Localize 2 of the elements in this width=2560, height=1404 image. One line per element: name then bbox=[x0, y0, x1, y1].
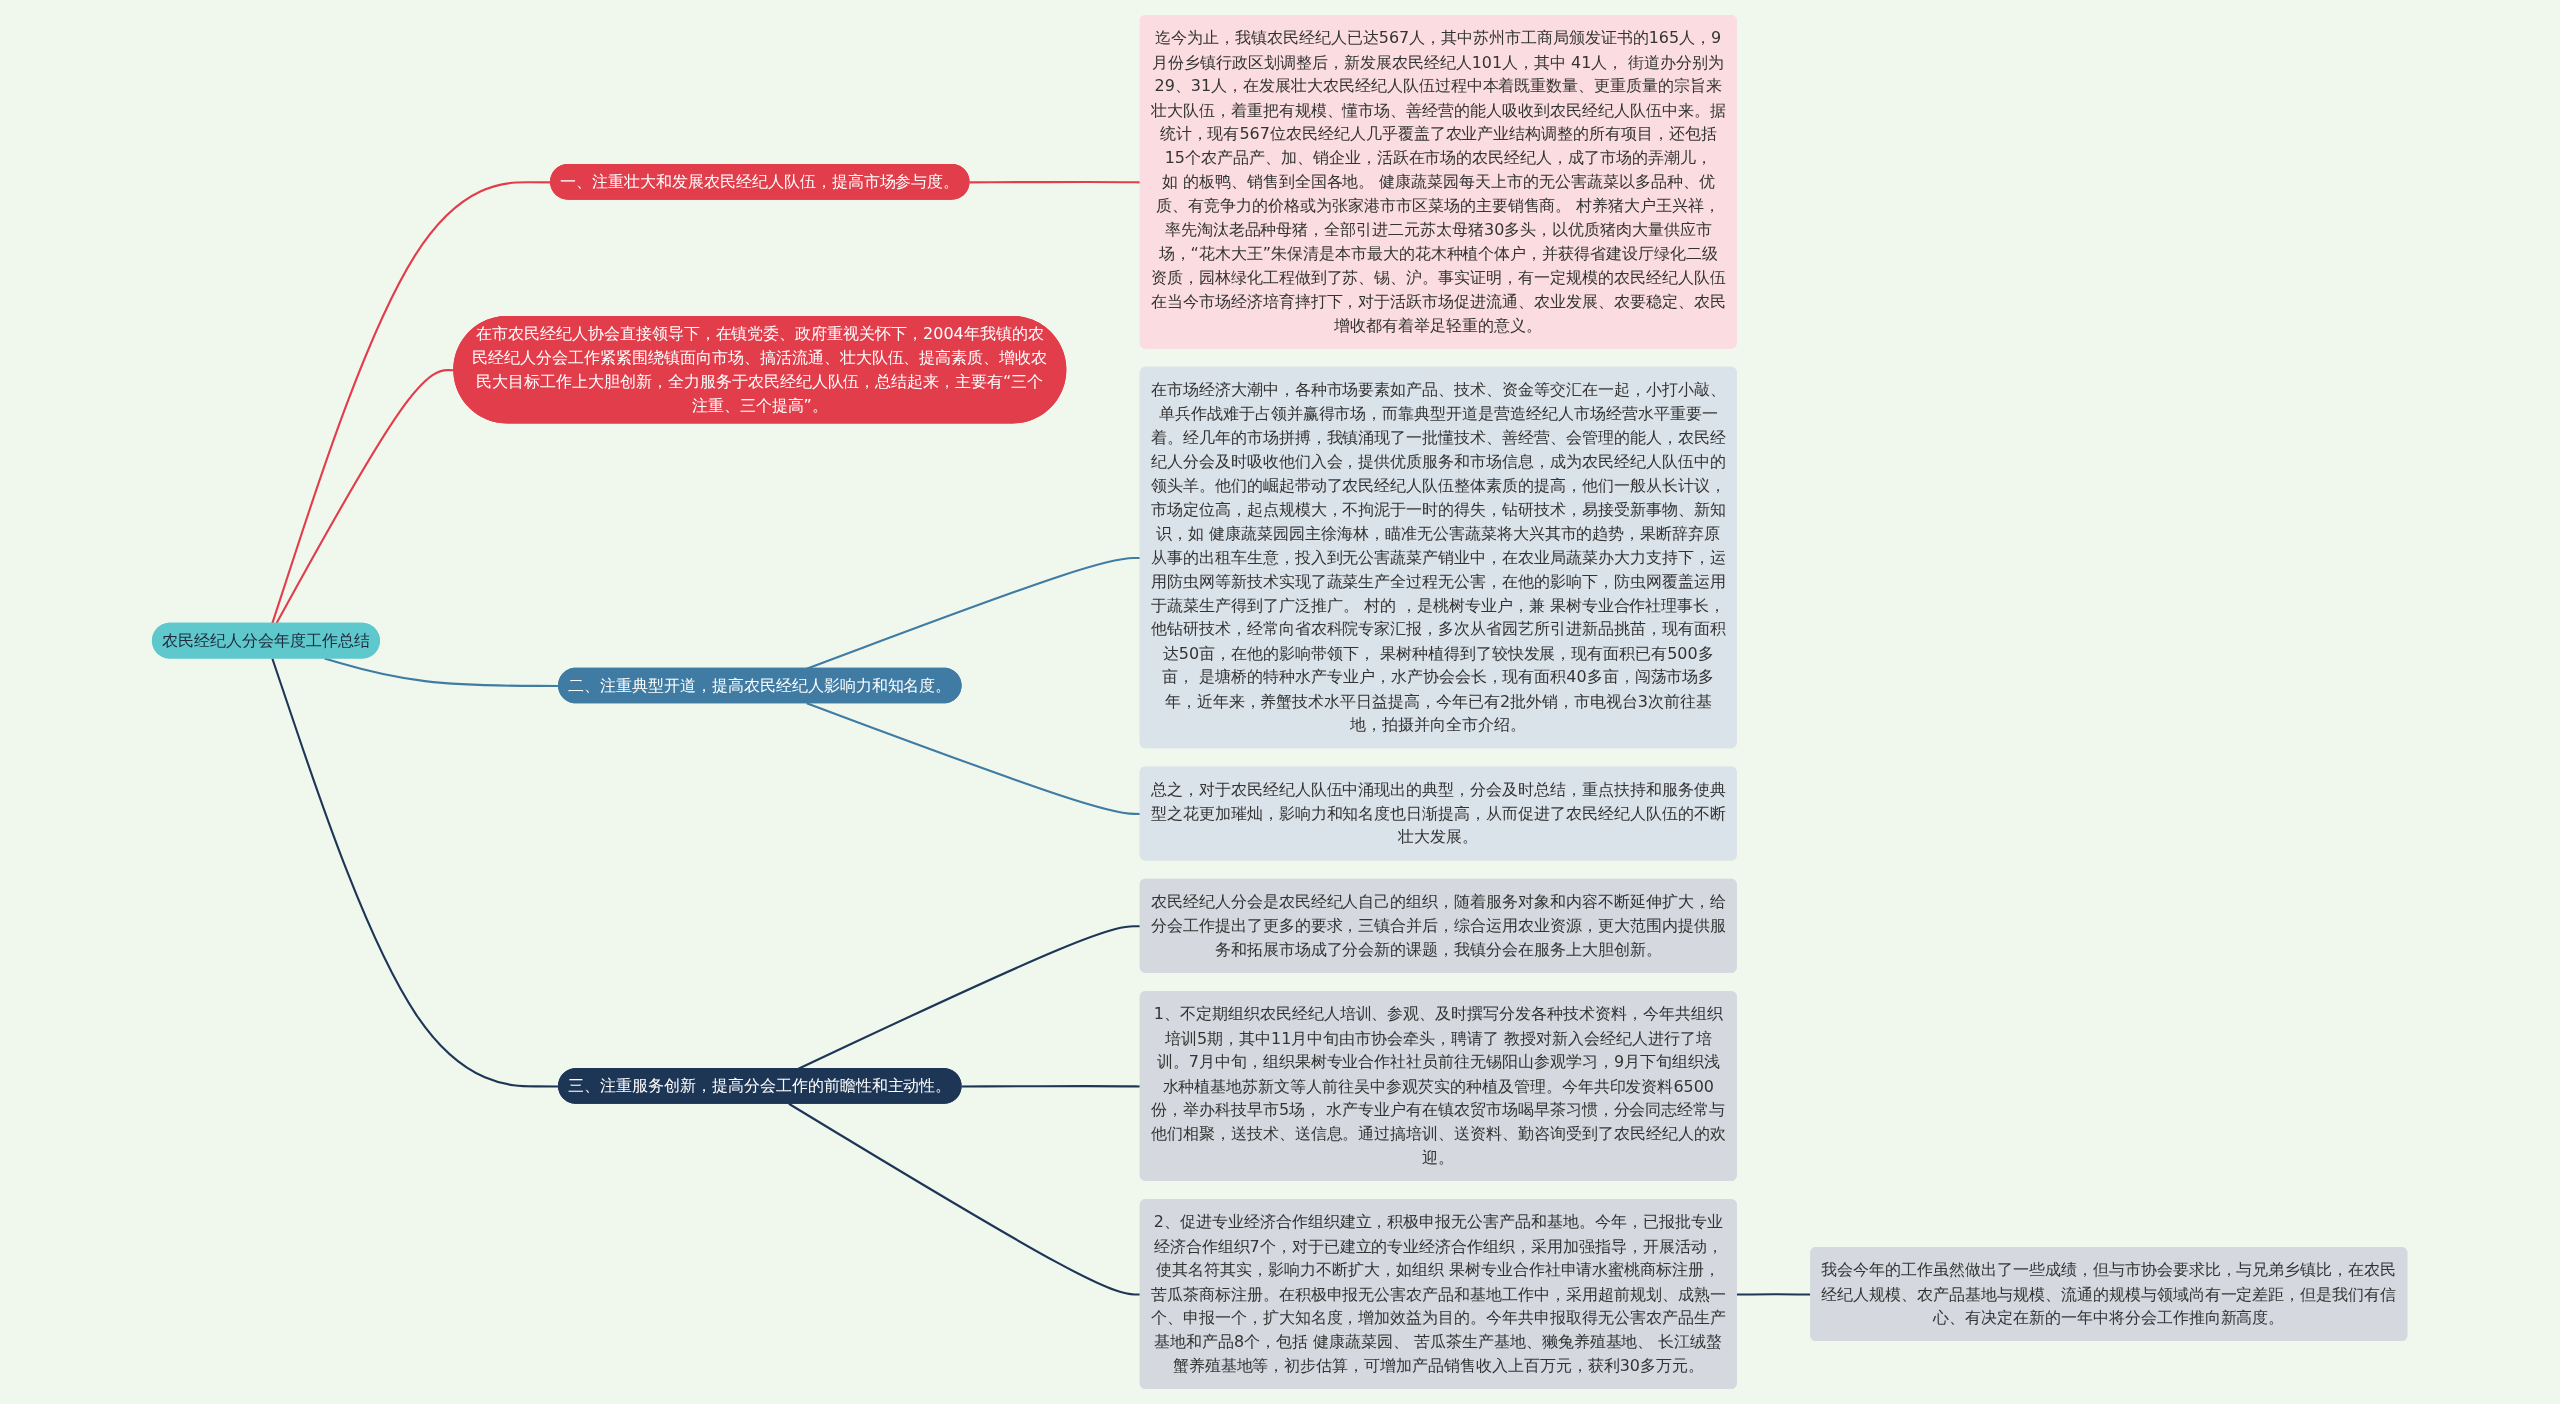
connector bbox=[275, 369, 455, 625]
connector bbox=[1737, 1293, 1812, 1296]
